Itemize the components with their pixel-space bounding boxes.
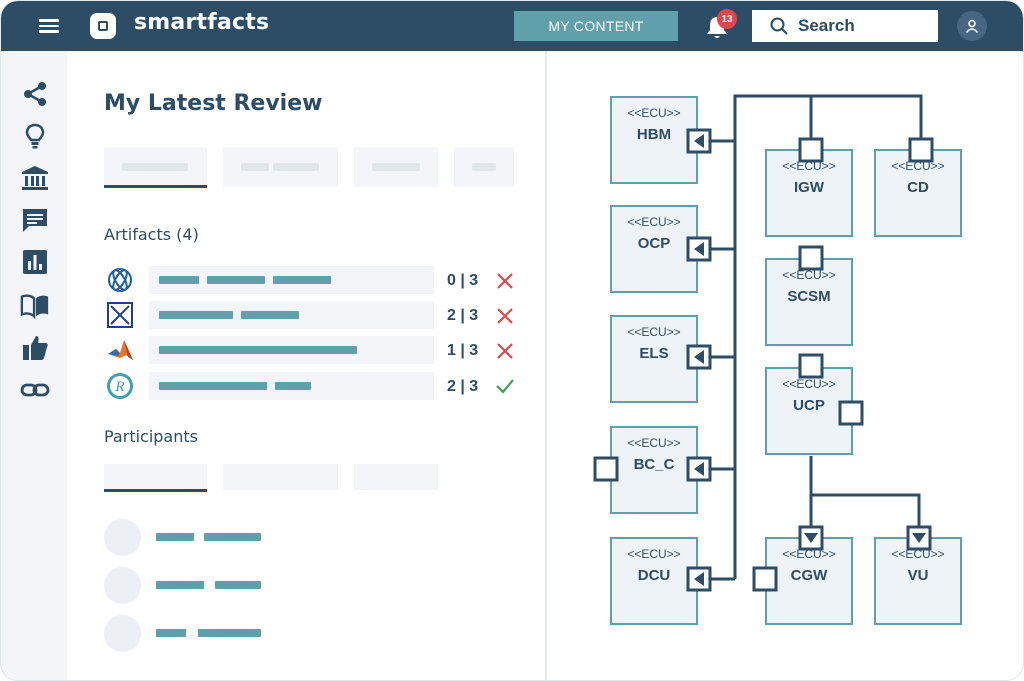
my-content-button[interactable]: MY CONTENT	[514, 11, 678, 41]
artifact-review-count: 0 | 3	[447, 272, 479, 289]
reject-icon	[495, 306, 515, 326]
artifacts-heading: Artifacts (4)	[104, 225, 199, 244]
ecu-stereotype: <<ECU>>	[627, 215, 681, 229]
avatar	[104, 519, 141, 556]
page-title: My Latest Review	[104, 91, 323, 116]
ecu-box-ocp[interactable]: <<ECU>> OCP	[610, 205, 698, 293]
search-placeholder: Search	[798, 16, 855, 35]
svg-text:R: R	[114, 379, 124, 395]
participant-role-placeholder	[198, 629, 261, 637]
link-icon[interactable]	[20, 375, 50, 405]
thumbs-up-icon[interactable]	[20, 333, 50, 363]
ecu-name: UCP	[793, 397, 825, 414]
ecu-name: DCU	[637, 567, 671, 584]
artifact-review-count: 2 | 3	[447, 307, 479, 324]
sidebar	[1, 51, 67, 680]
approve-check-icon	[495, 376, 515, 396]
ecu-name: ELS	[639, 345, 669, 362]
reject-icon	[495, 271, 515, 291]
participant-name-placeholder	[156, 533, 194, 541]
active-tab-indicator	[104, 185, 207, 188]
ecu-name: HBM	[636, 126, 672, 143]
notification-badge: 13	[717, 9, 737, 29]
search-icon	[770, 17, 788, 35]
ecu-stereotype: <<ECU>>	[627, 325, 681, 339]
ecu-name: VU	[907, 567, 929, 584]
lightbulb-icon[interactable]	[20, 121, 50, 151]
search-input[interactable]: Search	[752, 10, 938, 42]
book-icon[interactable]	[20, 291, 50, 321]
artifact-row-4[interactable]	[149, 372, 434, 400]
bank-icon[interactable]	[20, 163, 50, 193]
hamburger-menu-icon[interactable]	[39, 16, 63, 36]
chart-icon[interactable]	[20, 247, 50, 277]
reject-icon	[495, 341, 515, 361]
ecu-name: IGW	[794, 179, 824, 196]
ecu-name: BC_C	[633, 456, 675, 473]
ecu-stereotype: <<ECU>>	[627, 436, 681, 450]
r-logo-icon: R	[106, 372, 134, 400]
ecu-name: OCP	[637, 235, 671, 252]
tab-placeholder-3[interactable]	[354, 147, 438, 187]
box-diagram-icon	[106, 301, 134, 329]
participants-tab-2[interactable]	[223, 464, 338, 490]
ecu-name: CGW	[790, 567, 828, 584]
panel-divider	[545, 51, 547, 680]
comment-icon[interactable]	[20, 205, 50, 235]
artifact-row-1[interactable]	[149, 266, 434, 294]
participants-heading: Participants	[104, 427, 198, 446]
active-tab-indicator	[104, 489, 207, 492]
ecu-box-els[interactable]: <<ECU>> ELS	[610, 315, 698, 403]
ecu-stereotype: <<ECU>>	[627, 547, 681, 561]
participants-tab-3[interactable]	[354, 464, 438, 490]
artifact-review-count: 1 | 3	[447, 342, 479, 359]
ecu-box-cd[interactable]: <<ECU>>CD	[874, 149, 962, 237]
ecu-stereotype: <<ECU>>	[782, 268, 836, 282]
artifact-row-2[interactable]	[149, 301, 434, 329]
openai-like-icon	[106, 266, 134, 294]
tab-placeholder-2[interactable]	[223, 147, 338, 187]
participant-name-placeholder	[156, 581, 204, 589]
app-name: smartfacts	[134, 10, 270, 35]
avatar	[104, 615, 141, 652]
logo-icon	[90, 13, 116, 39]
avatar	[104, 567, 141, 604]
participant-role-placeholder	[215, 581, 261, 589]
ecu-name: CD	[907, 179, 929, 196]
artifact-review-count: 2 | 3	[447, 378, 479, 395]
matlab-icon	[106, 336, 134, 364]
tab-placeholder-1[interactable]	[104, 147, 207, 187]
participant-role-placeholder	[204, 533, 261, 541]
participants-tab-1[interactable]	[104, 464, 207, 490]
artifact-row-3[interactable]	[149, 336, 434, 364]
share-icon[interactable]	[20, 79, 50, 109]
top-bar: smartfacts MY CONTENT 13 Search	[1, 1, 1023, 51]
ecu-name: SCSM	[787, 288, 831, 305]
participant-name-placeholder	[156, 629, 186, 637]
ecu-stereotype: <<ECU>>	[627, 106, 681, 120]
tab-placeholder-4[interactable]	[454, 147, 514, 187]
user-avatar-icon[interactable]	[957, 11, 987, 41]
ecu-stereotype: <<ECU>>	[782, 377, 836, 391]
